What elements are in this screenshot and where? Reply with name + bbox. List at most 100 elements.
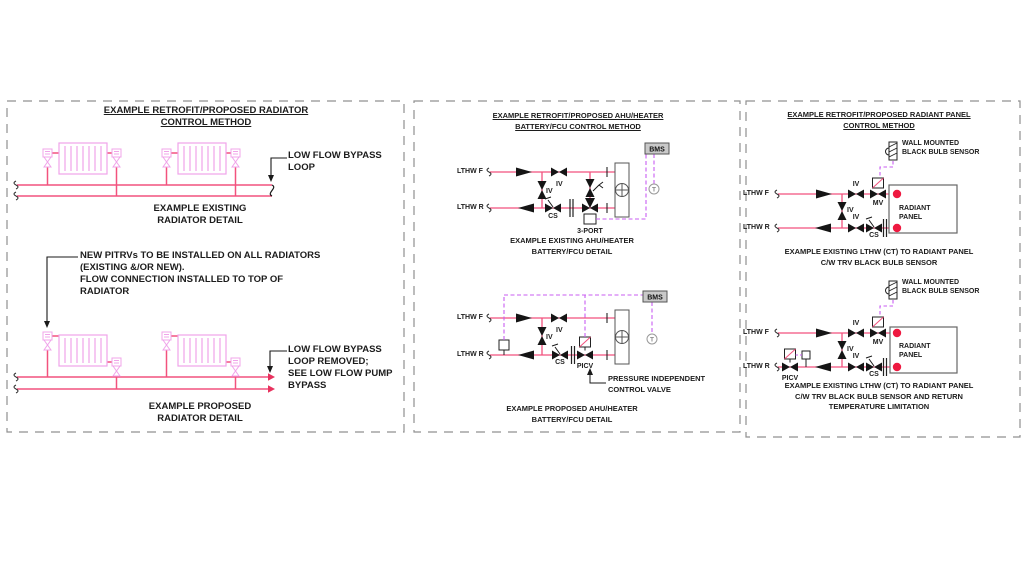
isolation-valve-icon (837, 202, 847, 220)
radiator-symbol (58, 334, 108, 367)
radiant-existing-diagram (774, 141, 958, 238)
arrowhead-icon (44, 321, 50, 328)
motorised-valve-icon (870, 328, 886, 338)
radiator-panel-border (6, 100, 405, 433)
isolation-valve-icon (551, 167, 567, 177)
radiant-panel-border (745, 100, 1021, 438)
pipe-break-icon (774, 189, 780, 233)
flow-arrow-icon (516, 313, 532, 323)
cs-label: CS (869, 232, 879, 239)
iv-label: IV (852, 214, 860, 221)
flow-arrow-icon (516, 167, 532, 177)
ahu-existing-caption: EXAMPLE EXISTING AHU/HEATER BATTERY/FCU … (510, 236, 634, 256)
pipe-sensor-icon (498, 339, 510, 351)
pitrv-valve-icon (42, 331, 53, 351)
picv-actuator-icon (579, 336, 591, 348)
ahu-panel-title: EXAMPLE RETROFIT/PROPOSED AHU/HEATER BAT… (492, 111, 664, 131)
trv-valve-icon (42, 148, 53, 168)
radiant-panel-box (889, 326, 958, 374)
ahu-existing-diagram: BMS T (486, 142, 670, 225)
radiator-proposed-diagram (13, 256, 287, 394)
lockshield-valve-icon (230, 357, 241, 377)
connection-marker (892, 328, 902, 338)
temperature-sensor-label: T (652, 187, 656, 194)
radiator-symbol (58, 142, 108, 175)
radiator-symbol (177, 142, 227, 175)
lockshield-valve-icon (230, 148, 241, 168)
pipe-break-icon (13, 180, 19, 201)
wall-sensor-label: WALL MOUNTED BLACK BULB SENSOR (902, 140, 980, 156)
temperature-sensor-icon (648, 183, 660, 195)
bms-label: BMS (649, 147, 665, 154)
iv-label: IV (546, 334, 553, 341)
iv-label: IV (852, 320, 860, 327)
radiant-existing-caption: EXAMPLE EXISTING LTHW (CT) TO RADIANT PA… (784, 247, 974, 267)
flow-arrow-icon (816, 189, 832, 199)
radiator-proposed-caption: EXAMPLE PROPOSED RADIATOR DETAIL (148, 401, 252, 424)
return-arrow-icon (815, 362, 831, 372)
ahu-proposed-diagram: BMS T (486, 290, 668, 384)
isolation-valve-icon (848, 328, 864, 338)
return-arrow-icon (518, 350, 534, 360)
picv-callout: PRESSURE INDEPENDENT CONTROL VALVE (608, 374, 706, 394)
cs-label: CS (548, 213, 558, 220)
lthw-flow-label: LTHW F (743, 190, 769, 197)
bms-box (642, 290, 668, 303)
connection-marker (892, 189, 902, 199)
bms-box (644, 142, 670, 155)
lthw-return-label: LTHW R (457, 204, 484, 211)
callout-leader (270, 157, 287, 177)
iv-label: IV (852, 181, 860, 188)
bms-control-line (503, 294, 653, 340)
picv-valve-icon (782, 362, 798, 372)
sensor-control-line (879, 161, 894, 177)
isolation-valve-icon (848, 189, 864, 199)
connection-marker (892, 223, 902, 233)
iv-label: IV (852, 353, 860, 360)
return-arrow-icon (518, 203, 534, 213)
ahu-proposed-caption: EXAMPLE PROPOSED AHU/HEATER BATTERY/FCU … (506, 404, 638, 424)
valve-actuator-icon (583, 213, 597, 225)
radiant-panel-label: RADIANT PANEL (899, 205, 931, 221)
radiant-proposed-caption: EXAMPLE EXISTING LTHW (CT) TO RADIANT PA… (784, 381, 974, 411)
lthw-flow-label: LTHW F (743, 329, 769, 336)
pipe-break-icon (13, 372, 19, 394)
radiator-existing-caption: EXAMPLE EXISTING RADIATOR DETAIL (153, 203, 247, 226)
black-bulb-sensor-icon (885, 141, 898, 161)
mv-actuator-icon (872, 177, 884, 189)
three-port-valve-icon (582, 198, 598, 213)
picv-label: PICV (781, 375, 799, 382)
lthw-flow-label: LTHW F (457, 168, 483, 175)
picv-valve-icon (577, 350, 593, 360)
picv-label: PICV (576, 363, 594, 370)
radiator-panel-title: EXAMPLE RETROFIT/PROPOSED RADIATOR CONTR… (103, 105, 309, 128)
isolation-valve-icon (848, 223, 864, 233)
iv-label: IV (556, 327, 563, 334)
bms-control-line (596, 154, 655, 220)
temperature-sensor-icon (646, 333, 658, 345)
temperature-sensor-label: T (650, 337, 654, 344)
radiator-existing-diagram (13, 142, 287, 201)
connection-marker (892, 362, 902, 372)
lthw-return-label: LTHW R (743, 363, 770, 370)
iv-label: IV (546, 188, 553, 195)
ahu-panel-border (413, 100, 741, 433)
mv-actuator-icon (872, 316, 884, 328)
arrowhead-icon (268, 175, 274, 182)
lthw-return-label: LTHW R (743, 224, 770, 231)
radiator-symbol (177, 334, 227, 367)
bypass-removed-callout: LOW FLOW BYPASS LOOP REMOVED; SEE LOW FL… (288, 344, 393, 391)
heating-coil-icon (614, 309, 630, 365)
mv-label: MV (872, 200, 884, 207)
bms-label: BMS (647, 295, 663, 302)
isolation-valve-icon (848, 362, 864, 372)
iv-label: IV (847, 346, 854, 353)
arrowhead-icon (587, 368, 593, 375)
pitrv-callout: NEW PITRVs TO BE INSTALLED ON ALL RADIAT… (80, 250, 321, 297)
iv-label: IV (556, 181, 563, 188)
black-bulb-sensor-icon (885, 280, 898, 300)
callout-leader (46, 256, 78, 323)
lthw-return-label: LTHW R (457, 351, 484, 358)
pipe-break-icon (486, 167, 492, 213)
